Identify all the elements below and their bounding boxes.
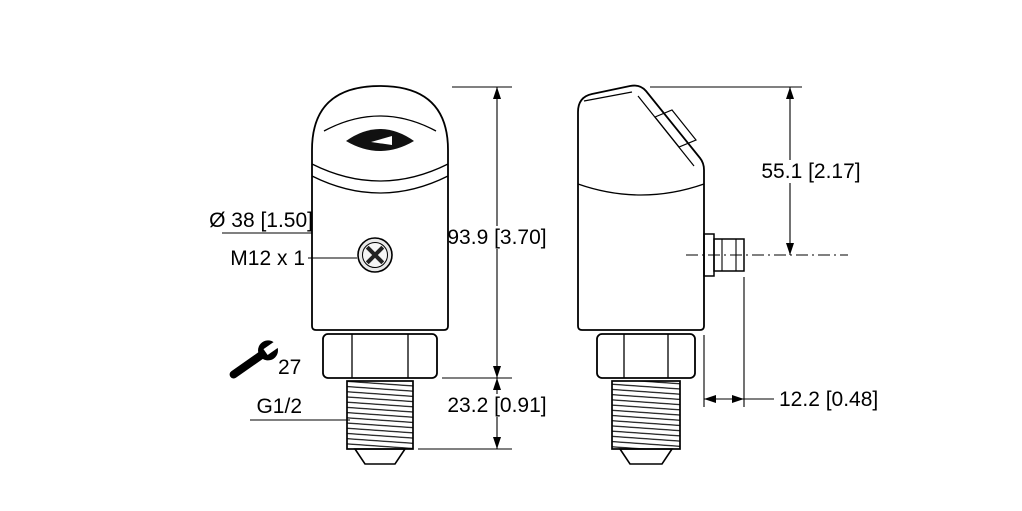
label-overall-height: 93.9 [3.70] bbox=[447, 226, 546, 249]
arrow-up-top bbox=[493, 87, 501, 99]
front-leader-lines bbox=[222, 232, 357, 421]
dim-text-bg-head-height bbox=[762, 160, 861, 183]
display-indicator bbox=[371, 136, 392, 145]
arrow-up-thread bbox=[493, 378, 501, 390]
side-tip bbox=[618, 448, 674, 465]
side-hex-nut bbox=[596, 333, 696, 379]
arrow-down-centerline bbox=[786, 243, 794, 255]
label-thread-length: 23.2 [0.91] bbox=[447, 394, 546, 417]
label-head-height: 55.1 [2.17] bbox=[761, 160, 860, 183]
arrow-left-connector bbox=[704, 395, 716, 403]
front-dome-arc bbox=[323, 115, 437, 132]
label-connector-thread: M12 x 1 bbox=[230, 247, 305, 270]
side-body-outline bbox=[577, 84, 705, 331]
side-dimensions bbox=[650, 86, 861, 407]
arrow-up-side-top bbox=[786, 87, 794, 99]
wrench-icon bbox=[229, 339, 282, 379]
front-body-outline bbox=[311, 85, 449, 331]
label-connector-protrusion: 12.2 [0.48] bbox=[779, 388, 878, 411]
arrow-down-thread-end bbox=[493, 437, 501, 449]
front-dimensions bbox=[418, 86, 545, 450]
arrow-down-nut bbox=[493, 366, 501, 378]
side-view bbox=[577, 84, 745, 465]
screw-cross-icon bbox=[365, 245, 385, 265]
side-thread bbox=[611, 380, 681, 450]
front-thread bbox=[346, 380, 414, 450]
dim-text-bg-height bbox=[449, 226, 545, 249]
m12-connector-face bbox=[357, 237, 393, 273]
side-display-window bbox=[654, 109, 697, 148]
side-bezel-line-top bbox=[583, 91, 633, 102]
front-seam-upper bbox=[311, 163, 449, 182]
dim-text-bg-thread bbox=[449, 394, 545, 417]
front-tip bbox=[353, 448, 407, 465]
label-diameter: Ø 38 [1.50] bbox=[209, 209, 313, 232]
label-wrench-size: 27 bbox=[278, 356, 301, 379]
front-seam-lower bbox=[311, 175, 449, 194]
front-view bbox=[311, 85, 449, 465]
side-seam bbox=[577, 183, 705, 196]
arrow-right-connector bbox=[732, 395, 744, 403]
label-process-connection: G1/2 bbox=[256, 395, 302, 418]
front-hex-nut bbox=[322, 333, 438, 379]
